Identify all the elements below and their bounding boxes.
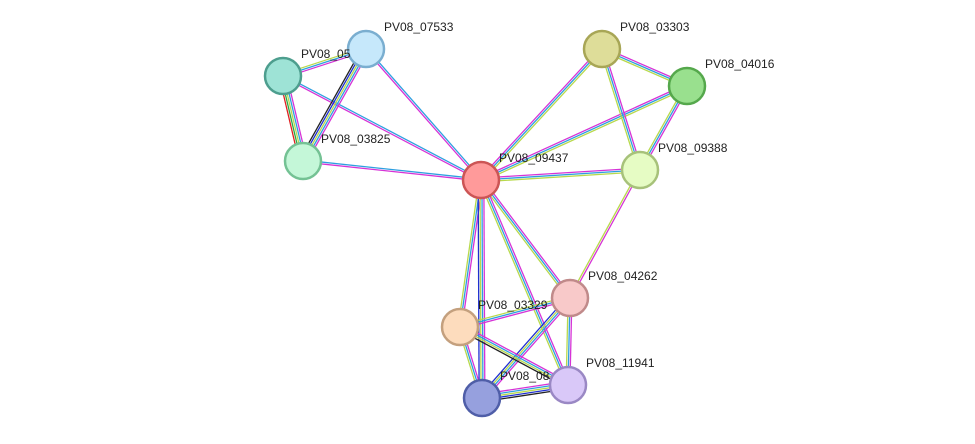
edge-n09437-n05 [282, 74, 482, 182]
edge-evidence-line [299, 46, 364, 160]
node-n11941[interactable] [548, 365, 588, 405]
edge-evidence-line [480, 169, 641, 181]
edge-evidence-line [461, 323, 570, 384]
edge-evidence-line [304, 49, 369, 163]
node-n07533[interactable] [346, 29, 386, 69]
edge-evidence-line [300, 47, 365, 161]
edge-evidence-line [479, 83, 687, 179]
edge-n07533-n03825 [299, 46, 370, 164]
edge-n09437-n03825 [302, 159, 482, 182]
edge-evidence-line [480, 179, 569, 386]
edge-evidence-line [480, 167, 640, 179]
edge-n09437-n03329 [457, 179, 484, 328]
edge-evidence-line [478, 180, 567, 386]
edge-evidence-line [479, 180, 482, 399]
node-layer [263, 29, 707, 418]
edge-evidence-line [481, 171, 641, 183]
edge-n09437-n04016 [479, 83, 689, 183]
edge-evidence-line [483, 179, 486, 398]
edge-n09437-n04262 [478, 178, 573, 300]
edge-evidence-line [481, 87, 689, 183]
node-n03825[interactable] [283, 141, 323, 181]
edge-evidence-line [364, 49, 481, 182]
edge-evidence-line [457, 179, 480, 327]
edge-n09388-n04262 [568, 169, 642, 299]
label-layer: PV08_09437PV08_07533PV08_05PV08_03825PV0… [301, 20, 775, 383]
edge-n09437-n08 [477, 179, 486, 399]
node-n09388[interactable] [620, 150, 660, 190]
edge-evidence-line [480, 296, 570, 398]
edge-evidence-line [480, 48, 603, 181]
edge-evidence-line [599, 49, 639, 171]
edge-n09437-n03303 [479, 47, 604, 182]
node-label-n07533: PV08_07533 [384, 20, 454, 34]
edge-evidence-line [458, 328, 567, 389]
node-n05[interactable] [263, 56, 303, 96]
node-label-n05: PV08_05 [301, 47, 351, 61]
edge-evidence-line [302, 48, 367, 162]
edge-n03329-n11941 [458, 323, 570, 389]
edge-evidence-line [282, 76, 481, 182]
node-label-n03329: PV08_03329 [478, 298, 548, 312]
edge-n04262-n08 [479, 295, 573, 401]
edge-n09437-n09388 [480, 167, 641, 183]
edge-evidence-line [481, 178, 573, 298]
edge-evidence-line [603, 48, 643, 170]
edge-evidence-line [481, 179, 484, 398]
edge-evidence-line [568, 169, 640, 298]
node-n03329[interactable] [440, 307, 480, 347]
node-n09437[interactable] [461, 160, 501, 200]
node-label-n03825: PV08_03825 [321, 132, 391, 146]
edge-evidence-line [305, 50, 370, 164]
edge-evidence-line [481, 49, 604, 182]
edge-n09437-n07533 [364, 47, 483, 182]
edge-layer [278, 46, 690, 403]
node-label-n08: PV08_08 [500, 369, 550, 383]
node-label-n04262: PV08_04262 [588, 269, 658, 283]
edge-evidence-line [480, 85, 688, 181]
edge-evidence-line [479, 47, 602, 180]
node-n04262[interactable] [550, 278, 590, 318]
edge-evidence-line [478, 180, 570, 300]
node-label-n04016: PV08_04016 [705, 57, 775, 71]
edge-evidence-line [480, 179, 571, 299]
node-label-n11941: PV08_11941 [586, 356, 655, 370]
edge-evidence-line [460, 325, 569, 385]
edge-evidence-line [283, 74, 482, 180]
edge-evidence-line [459, 179, 482, 328]
node-label-n09388: PV08_09388 [658, 141, 728, 155]
edge-evidence-line [483, 299, 573, 401]
edge-evidence-line [479, 295, 569, 397]
node-label-n09437: PV08_09437 [499, 151, 569, 165]
node-n08[interactable] [462, 378, 502, 418]
edge-evidence-line [482, 179, 571, 385]
edge-evidence-line [459, 327, 568, 387]
node-n03303[interactable] [582, 29, 622, 69]
edge-evidence-line [302, 161, 481, 182]
edge-evidence-line [482, 298, 572, 400]
edge-n03303-n09388 [599, 48, 643, 171]
edge-n09437-n11941 [478, 179, 571, 386]
edge-evidence-line [366, 47, 483, 180]
edge-evidence-line [570, 170, 642, 299]
edge-evidence-line [303, 159, 482, 180]
edge-evidence-line [477, 180, 480, 399]
node-label-n03303: PV08_03303 [620, 20, 690, 34]
node-n04016[interactable] [667, 66, 707, 106]
edge-evidence-line [461, 180, 484, 328]
edge-evidence-line [601, 48, 641, 171]
